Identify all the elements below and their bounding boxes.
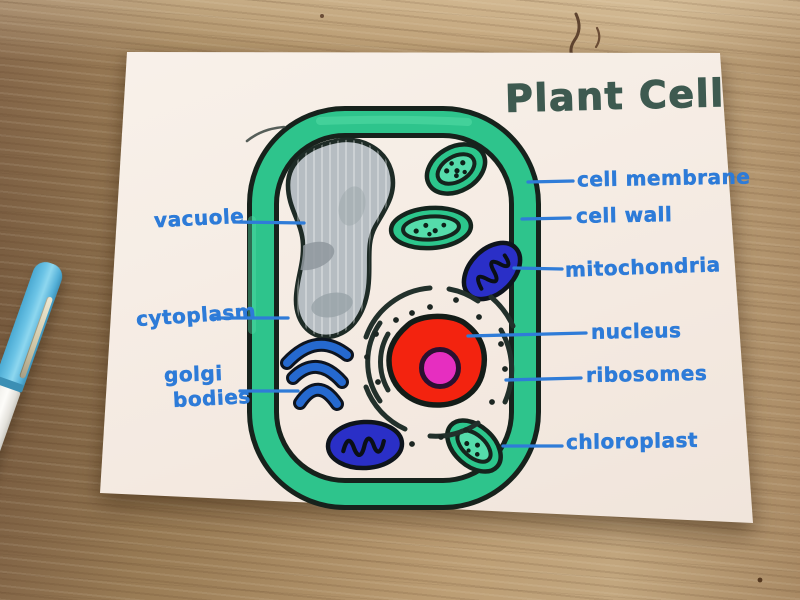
label-cell-wall: cell wall <box>575 202 673 228</box>
label-vacuole: vacuole <box>153 203 245 233</box>
ribosome-dots <box>364 297 508 447</box>
label-lines <box>210 179 588 448</box>
chloroplast-middle <box>388 205 474 251</box>
cell-wall-line <box>520 216 572 221</box>
vacuole-line <box>232 220 306 225</box>
chloroplast-top <box>424 142 488 196</box>
nucleus-shape <box>386 313 488 408</box>
nucleus-line <box>466 331 588 338</box>
label-golgi: golgi <box>163 360 223 388</box>
mitochondria-line <box>512 266 564 271</box>
cell-membrane-line <box>526 179 575 184</box>
nucleolus-shape <box>419 347 461 389</box>
label-ribosomes: ribosomes <box>585 360 708 388</box>
golgi-bodies-shape <box>280 337 354 411</box>
label-golgi-bodies: bodies <box>172 383 252 413</box>
endoplasmic-reticulum-arcs <box>363 285 516 439</box>
label-chloroplast: chloroplast <box>565 427 699 455</box>
mitochondria-bottom <box>325 419 405 471</box>
label-nucleus: nucleus <box>590 318 682 344</box>
diagram-title: Plant Cell <box>504 71 726 122</box>
ribosomes-line <box>504 376 583 382</box>
label-cell-membrane: cell membrane <box>576 164 751 192</box>
cell-wall-shape <box>245 106 541 510</box>
